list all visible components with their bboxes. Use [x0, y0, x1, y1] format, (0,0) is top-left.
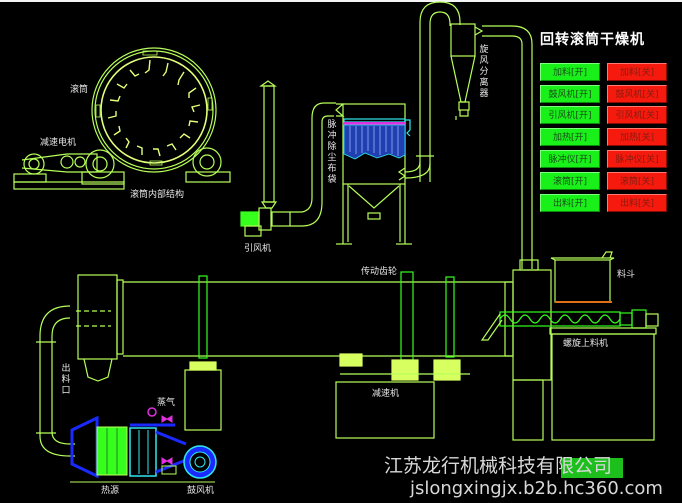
discharge-port-label: 出料口 [61, 364, 71, 396]
induced-fan-off-button[interactable]: 引风机[关] [607, 106, 667, 124]
heat-source-blower [70, 407, 217, 483]
heating-on-button[interactable]: 加热[开] [540, 128, 600, 146]
induced-fan-chimney [240, 80, 336, 237]
reducer-label: 减速机 [372, 389, 400, 399]
induced-fan-on-button[interactable]: 引风机[开] [540, 106, 600, 124]
heat-source-label: 热源 [101, 486, 120, 496]
drive-gear-label: 传动齿轮 [361, 267, 398, 277]
pulser-on-button[interactable]: 脉冲仪[开] [540, 150, 600, 168]
watermark-company: 江苏龙行机械科技有限公司 [384, 455, 613, 477]
watermark-highlight [561, 458, 623, 478]
top-border [0, 0, 682, 2]
drum-cross-section [13, 47, 231, 190]
watermark-url: jslongxingjx.b2b.hc360.com [410, 478, 663, 499]
drum-internal-label: 滚筒内部结构 [130, 190, 185, 200]
heating-off-button[interactable]: 加热[关] [607, 128, 667, 146]
drum-on-button[interactable]: 滚筒[开] [540, 172, 600, 190]
cyclone-label: 旋风分离器 [479, 45, 489, 99]
drum-off-button[interactable]: 滚筒[关] [607, 172, 667, 190]
screw-feeder-label: 螺旋上料机 [563, 339, 609, 349]
feed-off-button[interactable]: 加料[关] [607, 63, 667, 81]
steam-label: 蒸气 [157, 398, 176, 408]
reduction-motor-label: 减速电机 [40, 138, 77, 148]
discharge-off-button[interactable]: 出料[关] [607, 194, 667, 212]
dryer-drum [76, 259, 552, 441]
pulse-bag-filter-label: 脉冲除尘布袋 [327, 120, 337, 185]
hopper-label: 料斗 [617, 270, 636, 280]
pulser-off-button[interactable]: 脉冲仪[关] [607, 150, 667, 168]
blower-on-button[interactable]: 鼓风机[开] [540, 85, 600, 103]
cyclone-duct [404, 1, 533, 269]
drum-label: 滚筒 [70, 85, 89, 95]
blower-label: 鼓风机 [187, 486, 215, 496]
discharge-on-button[interactable]: 出料[开] [540, 194, 600, 212]
panel-title: 回转滚筒干燥机 [540, 32, 645, 48]
feed-on-button[interactable]: 加料[开] [540, 63, 600, 81]
induced-fan-label: 引风机 [244, 244, 272, 254]
blower-off-button[interactable]: 鼓风机[关] [607, 85, 667, 103]
